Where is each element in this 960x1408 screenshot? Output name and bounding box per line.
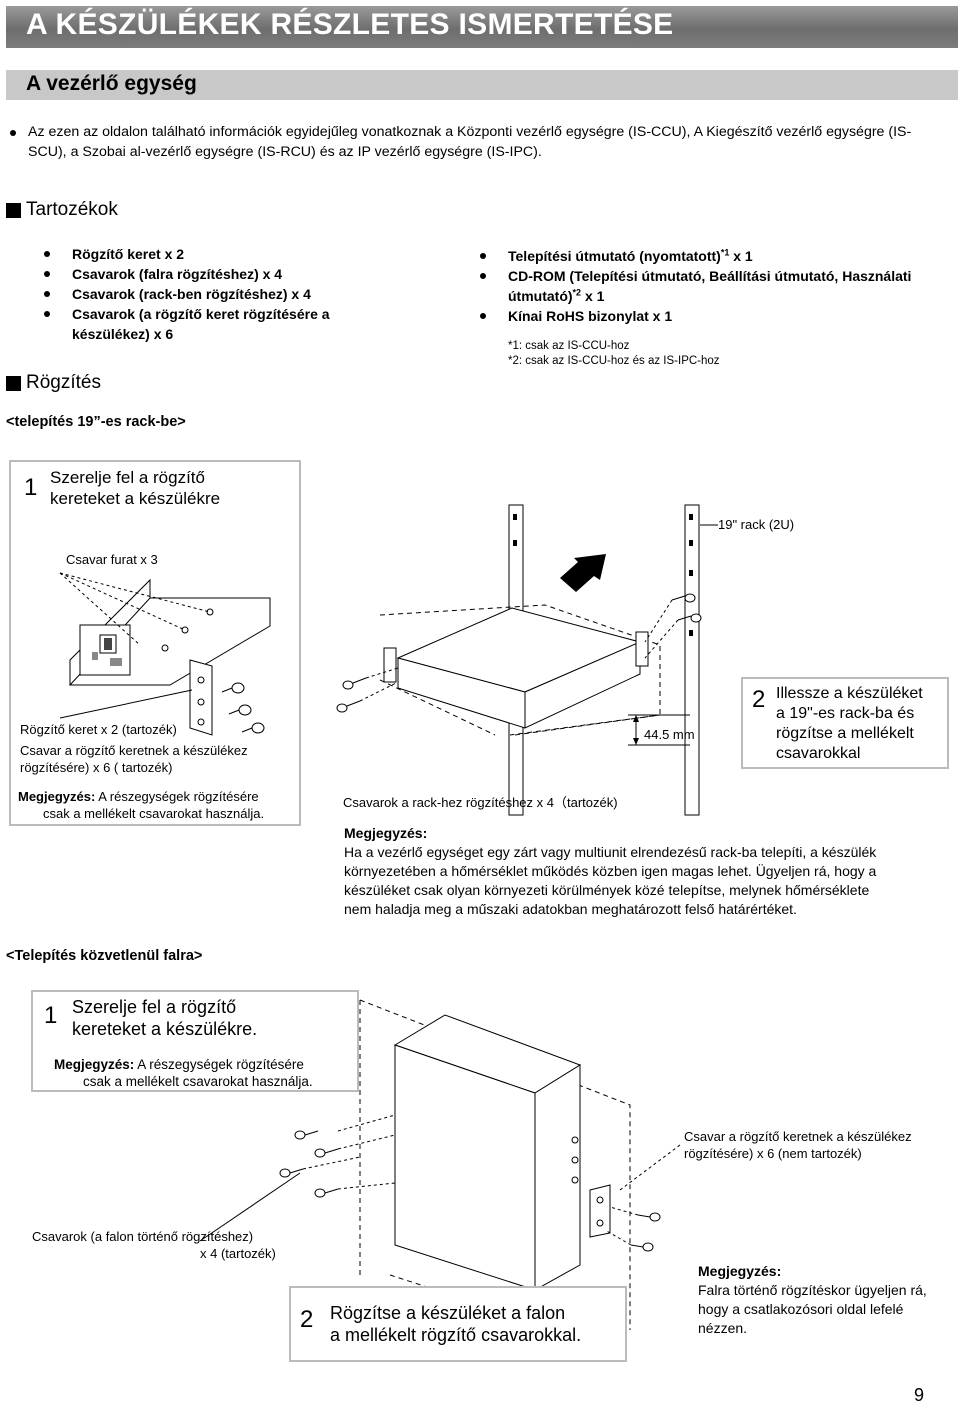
mounting-heading: Rögzítés xyxy=(26,372,101,393)
intro-paragraph: Az ezen az oldalon található információk… xyxy=(28,124,912,160)
rack-screws-label: Csavarok a rack-hez rögzítéshez x 4（tart… xyxy=(343,795,618,810)
subtitle-bar xyxy=(6,70,958,100)
step-number: 2 xyxy=(300,1306,314,1333)
bracket-screws-label: Csavar a rögzítő keretnek a készülékez r… xyxy=(20,743,248,775)
rack-note-1: Megjegyzés: A részegységek rögzítésére c… xyxy=(18,789,265,821)
step-number: 1 xyxy=(44,1002,58,1029)
list-item: Kínai RoHS bizonylat x 1 xyxy=(480,306,920,326)
wall-installation-illustration xyxy=(31,990,681,1362)
rack-subheading: <telepítés 19”-es rack-be> xyxy=(6,414,186,430)
square-bullet-icon xyxy=(6,376,21,391)
list-item: Csavarok (a rögzítő keret rögzítésére a … xyxy=(44,304,394,344)
step-text: Rögzítse a készüléket a falon a mellékel… xyxy=(330,1303,582,1345)
accessories-list-left: Rögzítő keret x 2 Csavarok (falra rögzít… xyxy=(44,244,394,344)
page-number: 9 xyxy=(913,1385,924,1405)
title-bar xyxy=(6,6,958,48)
rack-installation-illustration xyxy=(9,460,949,826)
footnote: *2: csak az IS-CCU-hoz és az IS-IPC-hoz xyxy=(508,355,720,367)
list-item: CD-ROM (Telepítési útmutató, Beállítási … xyxy=(480,266,920,306)
page-title: A KÉSZÜLÉKEK RÉSZLETES ISMERTETÉSE xyxy=(26,8,674,41)
list-item: Csavarok (rack-ben rögzítéshez) x 4 xyxy=(44,284,394,304)
screw-holes-label: Csavar furat x 3 xyxy=(66,552,158,567)
wall-screws-label: Csavarok (a falon történő rögzítéshez) x… xyxy=(32,1229,276,1261)
step-text: Szerelje fel a rögzítő kereteket a készü… xyxy=(72,997,258,1039)
step-number: 2 xyxy=(752,686,766,713)
footnote: *1: csak az IS-CCU-hoz xyxy=(508,340,630,352)
step-text: Szerelje fel a rögzítő kereteket a készü… xyxy=(50,468,221,508)
list-item: Telepítési útmutató (nyomtatott)*1 x 1 xyxy=(480,246,920,266)
square-bullet-icon xyxy=(6,203,21,218)
dimension-label: 44.5 mm xyxy=(644,727,695,742)
bracket-screws-label: Csavar a rögzítő keretnek a készülékez r… xyxy=(684,1129,912,1161)
accessories-heading: Tartozékok xyxy=(26,199,118,220)
rack-note-2: Megjegyzés: Ha a vezérlő egységet egy zá… xyxy=(344,825,877,917)
bracket-label: Rögzítő keret x 2 (tartozék) xyxy=(20,722,177,737)
section-title: A vezérlő egység xyxy=(26,72,197,95)
wall-note-2: Megjegyzés: Falra történő rögzítéskor üg… xyxy=(698,1263,927,1336)
wall-subheading: <Telepítés közvetlenül falra> xyxy=(6,948,203,964)
list-item: Csavarok (falra rögzítéshez) x 4 xyxy=(44,264,394,284)
step-number: 1 xyxy=(24,474,38,501)
rack-label: 19" rack (2U) xyxy=(718,517,795,532)
step-text: Illessze a készüléket a 19"-es rack-ba é… xyxy=(776,685,923,762)
bullet-icon xyxy=(10,130,16,136)
list-item: Rögzítő keret x 2 xyxy=(44,244,394,264)
wall-note-1: Megjegyzés: A részegységek rögzítésére c… xyxy=(54,1057,313,1089)
accessories-list-right: Telepítési útmutató (nyomtatott)*1 x 1 C… xyxy=(480,246,920,326)
